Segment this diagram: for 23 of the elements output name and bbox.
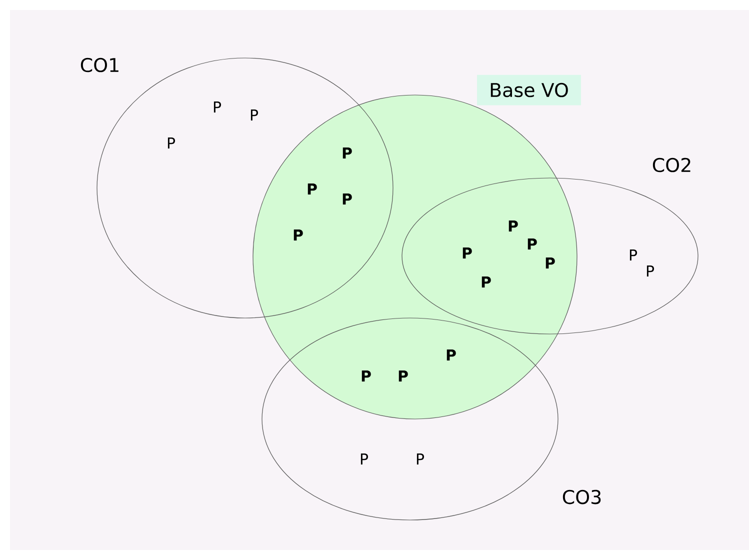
member-letter: P (250, 110, 258, 120)
member-letter: P (416, 454, 424, 464)
member-letter: P (546, 258, 555, 268)
member-letter: P (308, 184, 317, 194)
member-letter: P (462, 248, 472, 258)
set-label: Base VO (477, 74, 581, 106)
member-letter: P (362, 370, 371, 382)
member-letter: P (630, 250, 638, 260)
set-label: CO2 (652, 158, 690, 172)
member-letter: P (342, 148, 352, 158)
member-letter: P (646, 266, 654, 276)
member-letter: P (342, 194, 352, 204)
member-letter: P (482, 276, 491, 288)
member-letter: P (528, 238, 537, 250)
member-letter: P (294, 230, 303, 240)
member-letter: P (446, 350, 456, 360)
member-letter: P (398, 370, 408, 382)
member-letter: P (508, 220, 518, 232)
member-letter: P (214, 102, 222, 112)
set-label: CO3 (562, 490, 601, 504)
member-letter: P (360, 454, 368, 464)
member-letter: P (168, 138, 176, 148)
set-label: CO1 (80, 58, 118, 72)
